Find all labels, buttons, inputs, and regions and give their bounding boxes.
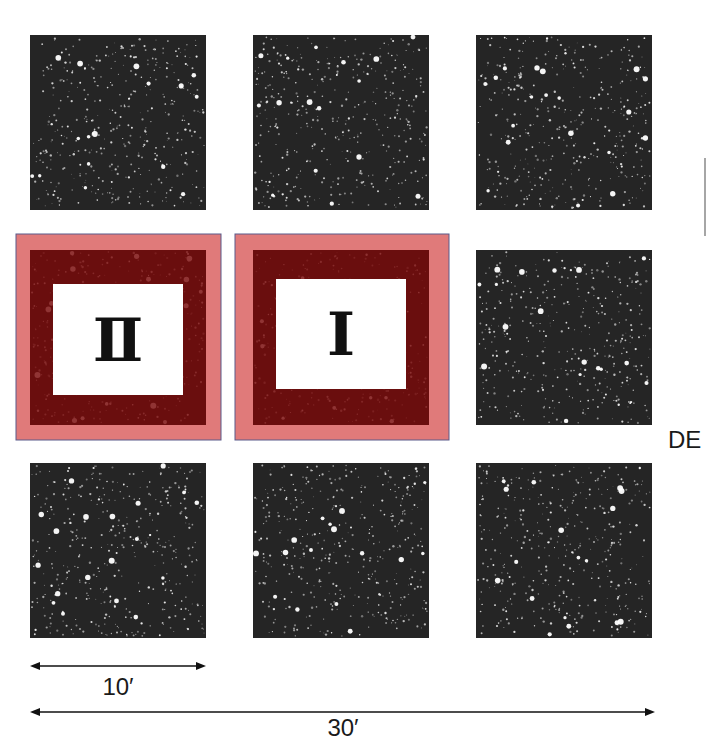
axis-label: DE xyxy=(668,428,701,452)
region-numeral: I xyxy=(327,304,355,364)
region-numeral: Ⅱ xyxy=(93,310,144,370)
star-field xyxy=(476,463,652,638)
star-field xyxy=(253,35,429,210)
star-field xyxy=(476,250,652,425)
star-field xyxy=(30,35,206,210)
star-field xyxy=(30,463,206,638)
label-box: Ⅱ xyxy=(53,284,183,395)
edge-mark xyxy=(704,158,706,236)
star-field xyxy=(253,463,429,638)
scale-arrow-10 xyxy=(30,662,206,670)
highlight-frame xyxy=(16,234,221,440)
star-field xyxy=(476,35,652,210)
dimension-label: 10′ xyxy=(102,675,133,699)
star-field xyxy=(235,234,449,440)
scale-arrow-30 xyxy=(30,708,655,716)
dimension-label: 30′ xyxy=(327,716,358,740)
star-field xyxy=(16,234,221,440)
label-box: I xyxy=(276,279,406,389)
highlight-frame xyxy=(235,234,449,440)
